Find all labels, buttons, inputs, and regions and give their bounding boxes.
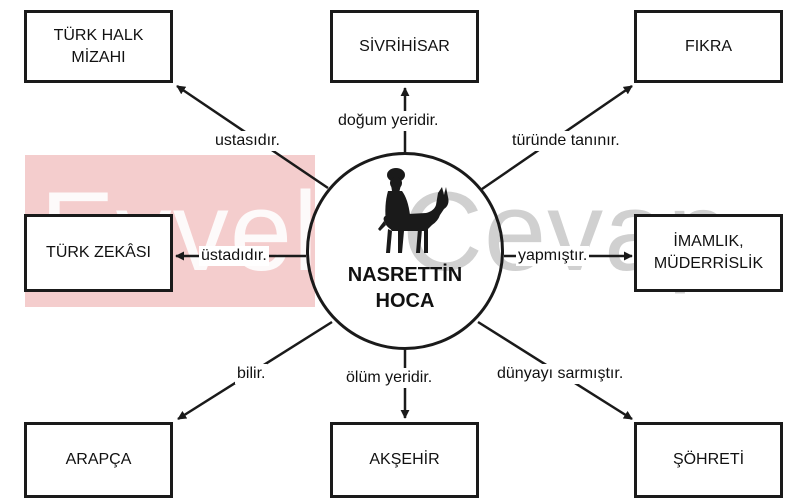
center-circle <box>306 152 504 350</box>
box-aksehir: AKŞEHİR <box>330 422 479 498</box>
label-yapmistir: yapmıştır. <box>516 246 590 266</box>
box-fikra: FIKRA <box>634 10 783 83</box>
box-turk-zekasi: TÜRK ZEKÂSI <box>24 214 173 292</box>
box-turk-halk-mizahi: TÜRK HALK MİZAHI <box>24 10 173 83</box>
box-sohreti: ŞÖHRETİ <box>634 422 783 498</box>
label-ustasidir: ustasıdır. <box>213 131 282 151</box>
donkey-rider-icon <box>378 168 449 253</box>
box-imamlik-muderrislik: İMAMLIK, MÜDERRİSLİK <box>634 214 783 292</box>
box-arapca: ARAPÇA <box>24 422 173 498</box>
label-dogum-yeridir: doğum yeridir. <box>336 111 441 131</box>
label-ustadidir: üstadıdır. <box>199 246 269 266</box>
label-turunde-taninir: türünde tanınır. <box>510 131 622 151</box>
label-bilir: bilir. <box>235 364 268 384</box>
label-dunyayi-sarmistir: dünyayı sarmıştır. <box>495 364 626 384</box>
box-sivrihisar: SİVRİHİSAR <box>330 10 479 83</box>
center-title: NASRETTİN HOCA <box>347 264 463 312</box>
label-olum-yeridir: ölüm yeridir. <box>344 368 435 388</box>
